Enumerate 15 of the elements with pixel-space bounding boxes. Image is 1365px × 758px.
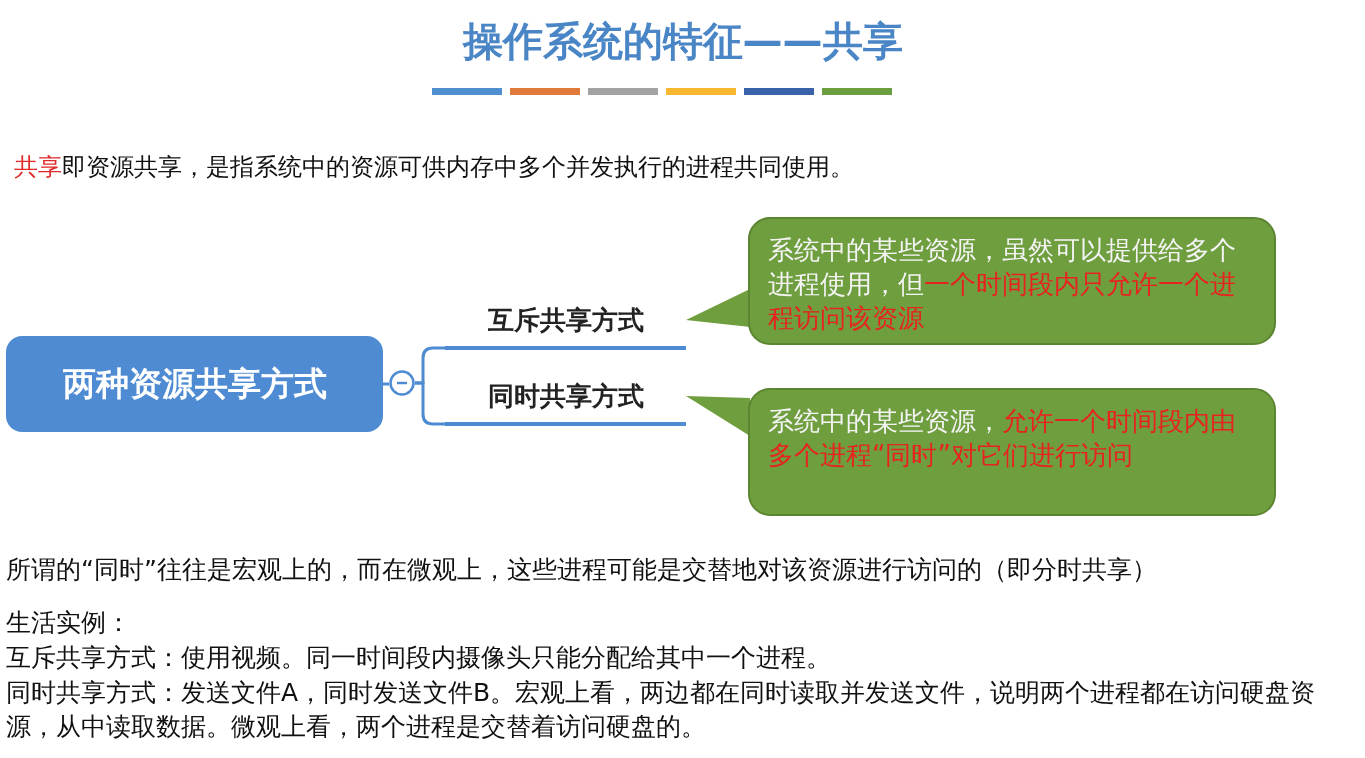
title: 操作系统的特征——共享: [461, 17, 904, 66]
body-text: 共享即资源共享，是指系统中的资源可供内存中多个并发执行的进程共同使用。: [14, 152, 855, 183]
callout-bubble: 系统中的某些资源，允许一个时间段内由多个进程“同时”对它们进行访问: [748, 388, 1276, 516]
topic-box: 两种资源共享方式: [6, 336, 383, 432]
callout-tail: [686, 289, 750, 327]
collapse-icon: [389, 370, 415, 396]
body-text: 互斥共享方式：使用视频。同一时间段内摄像头只能分配给其中一个进程。: [6, 642, 832, 674]
callout-bubble: 系统中的某些资源，虽然可以提供给多个进程使用，但一个时间段内只允许一个进程访问该资源: [748, 217, 1276, 345]
connector-line: [383, 382, 389, 386]
body-text: 所谓的“同时”往往是宏观上的，而在微观上，这些进程可能是交替地对该资源进行访问的（即分时共享）: [6, 554, 1158, 586]
branch-label: 互斥共享方式: [445, 296, 686, 350]
body-text: 同时共享方式：发送文件A，同时发送文件B。宏观上看，两边都在同时读取并发送文件，说明两个进程都在访问硬盘资源，从中读取数据。微观上看，两个进程是交替着访问硬盘的。: [6, 677, 1317, 743]
callout-tail: [686, 396, 750, 436]
branch-label: 同时共享方式: [445, 372, 686, 426]
heading-text: 生活实例：: [6, 607, 132, 639]
